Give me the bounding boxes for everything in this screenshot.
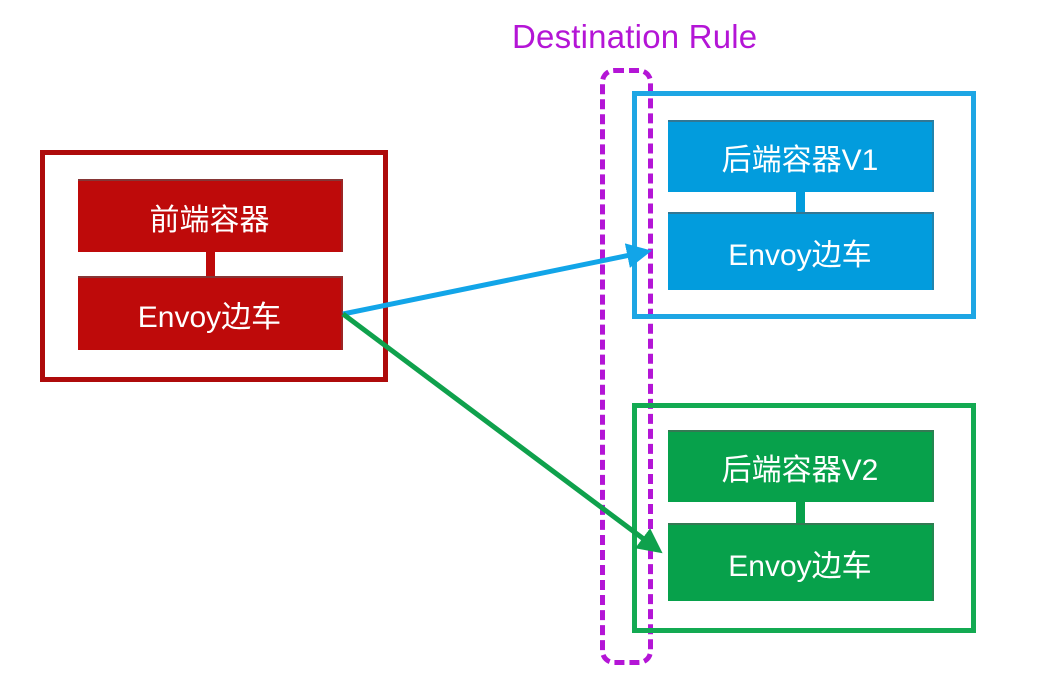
frontend-pod-connector (206, 251, 215, 277)
backend-v1-app-container: 后端容器V1 (668, 120, 934, 192)
backend-v1-envoy-sidecar: Envoy边车 (668, 212, 934, 290)
backend-v2-app-container: 后端容器V2 (668, 430, 934, 502)
backend-v2-pod-connector (796, 501, 805, 524)
page-title: Destination Rule (512, 18, 758, 55)
backend-v1-pod-frame (632, 91, 976, 319)
backend-v1-pod-connector (796, 191, 805, 213)
backend-v2-envoy-sidecar: Envoy边车 (668, 523, 934, 601)
frontend-app-container: 前端容器 (78, 179, 343, 252)
frontend-envoy-sidecar: Envoy边车 (78, 276, 343, 350)
